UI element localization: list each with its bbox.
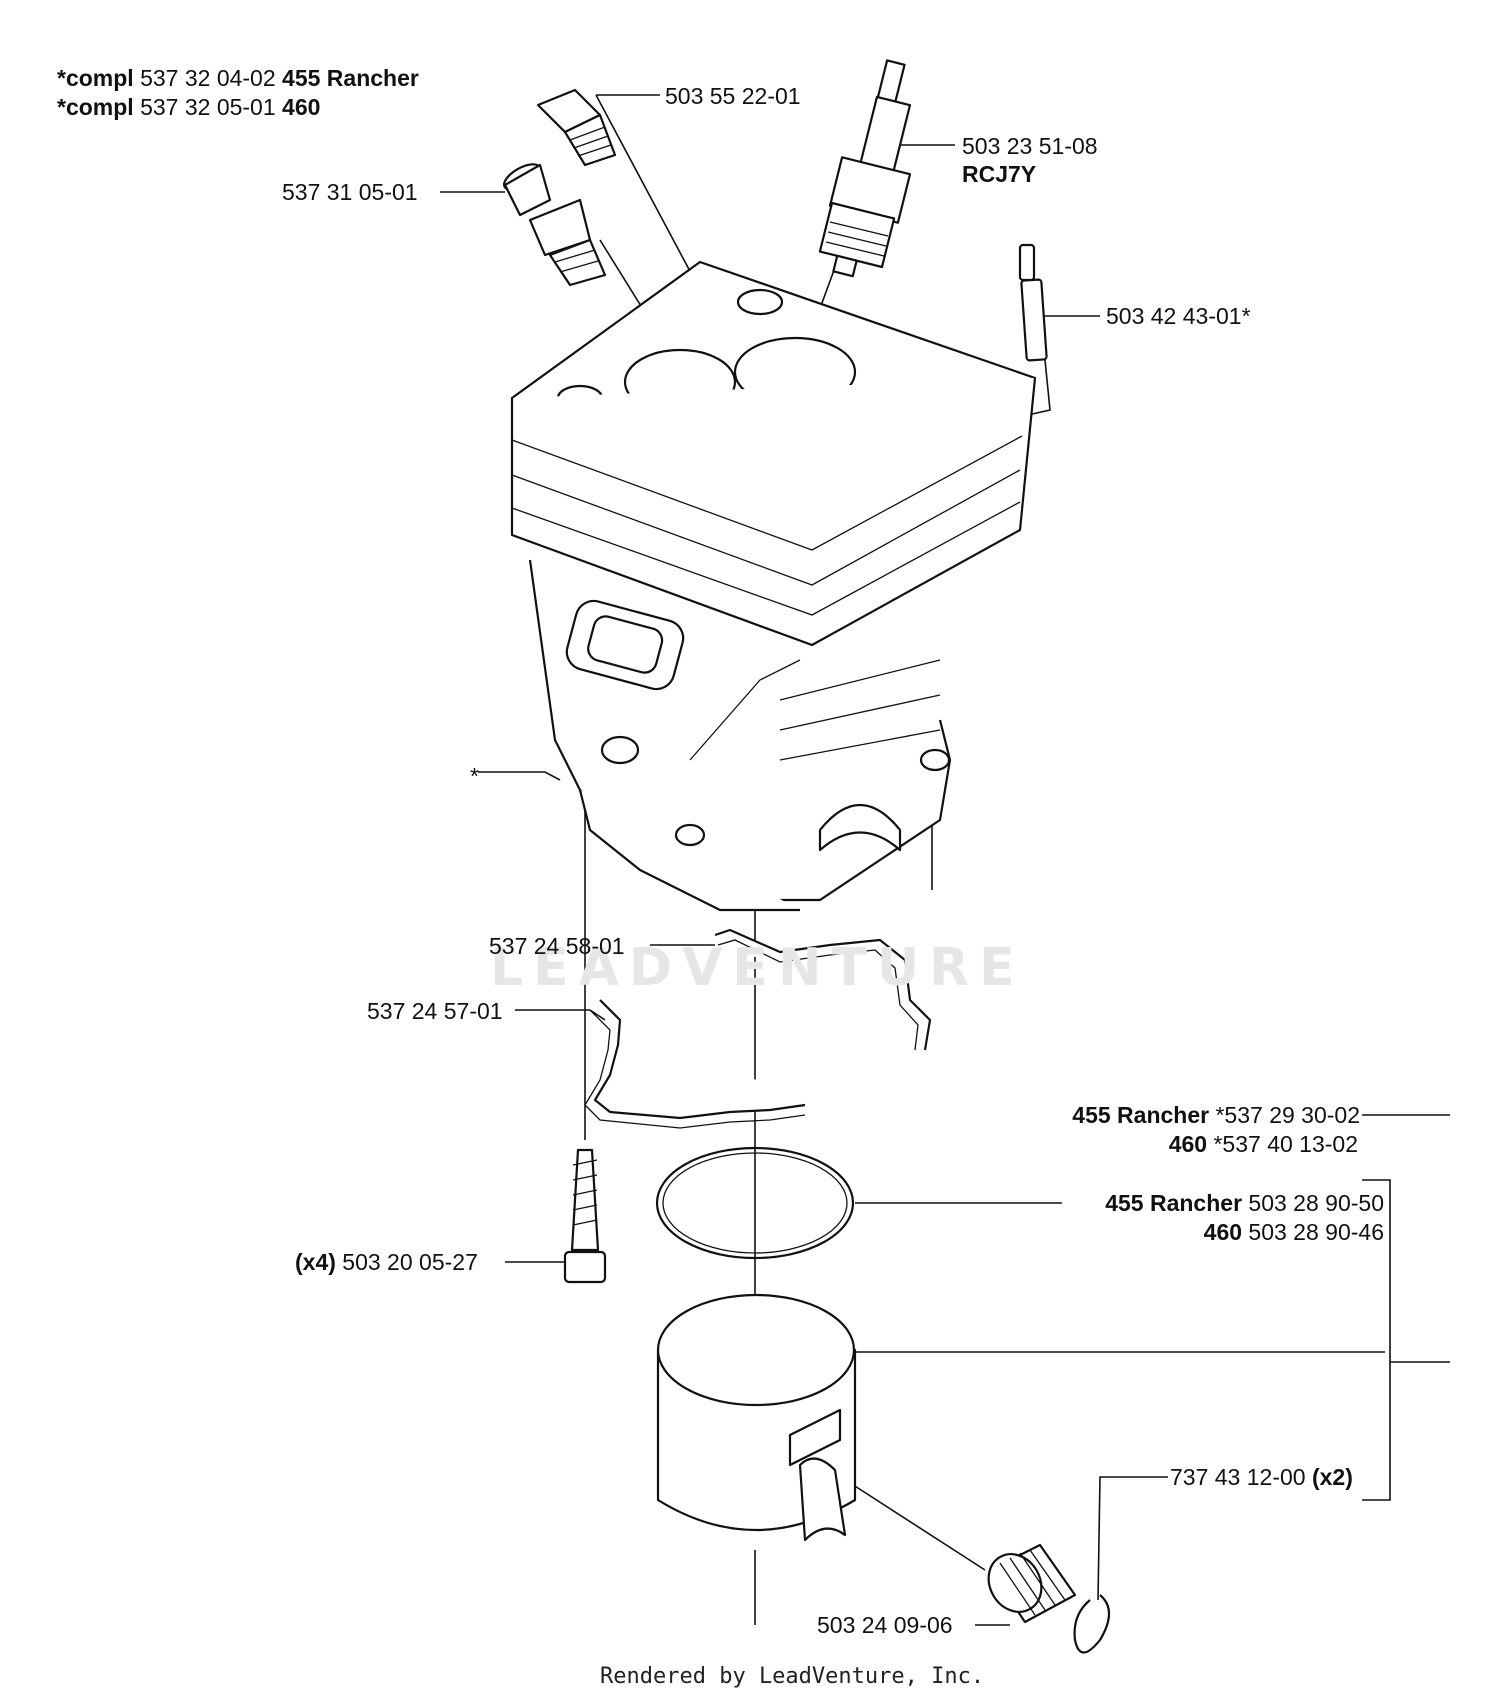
part-label-737-43-12-00: 737 43 12-00 (x2)	[1170, 1464, 1353, 1490]
part-label-537-40-13-02: 460 *537 40 13-02	[1168, 1131, 1358, 1157]
part-label-537-29-30-02: 455 Rancher *537 29 30-02	[1072, 1102, 1360, 1128]
part-label-503-20-05-27: (x4) 503 20 05-27	[295, 1249, 478, 1275]
part-label-537-31-05-01: 537 31 05-01	[282, 179, 418, 205]
piston	[656, 1293, 857, 1542]
gasket-537-24-58-01	[714, 928, 932, 1051]
part-label-rcj7y: RCJ7Y	[962, 161, 1037, 187]
part-label-537-24-57-01: 537 24 57-01	[367, 998, 503, 1024]
spark-plug-503-23-51-08	[818, 59, 912, 278]
header-line-2: *compl 537 32 05-01 460	[57, 94, 321, 120]
nipple-503-42-43-01	[1018, 243, 1048, 362]
part-label-asterisk: *	[470, 763, 479, 789]
footer-credit: Rendered by LeadVenture, Inc.	[600, 1664, 985, 1689]
part-label-503-24-09-06: 503 24 09-06	[817, 1612, 953, 1638]
part-label-503-55-22-01: 503 55 22-01	[665, 83, 801, 109]
part-label-503-28-90-46: 460 503 28 90-46	[1203, 1219, 1384, 1245]
watermark: LEADVENTURE	[490, 938, 1025, 998]
part-label-503-42-43-01: 503 42 43-01*	[1106, 303, 1251, 329]
needle-bearing-503-24-09-06	[987, 1543, 1077, 1624]
screw-503-20-05-27	[563, 1148, 607, 1284]
plug-503-55-22-01	[536, 88, 617, 167]
leader-lines	[440, 94, 1450, 1626]
circlip-737-43-12-00	[1073, 1594, 1111, 1654]
part-label-537-24-58-01: 537 24 58-01	[489, 933, 625, 959]
part-label-503-28-90-50: 455 Rancher 503 28 90-50	[1105, 1190, 1384, 1216]
cylinder-assembly	[510, 260, 1037, 912]
header-line-1: *compl 537 32 04-02 455 Rancher	[57, 65, 419, 91]
valve-537-31-05-01	[503, 163, 607, 287]
part-label-503-23-51-08: 503 23 51-08	[962, 133, 1098, 159]
piston-ring	[655, 1146, 855, 1260]
gasket-537-24-57-01	[584, 999, 806, 1129]
